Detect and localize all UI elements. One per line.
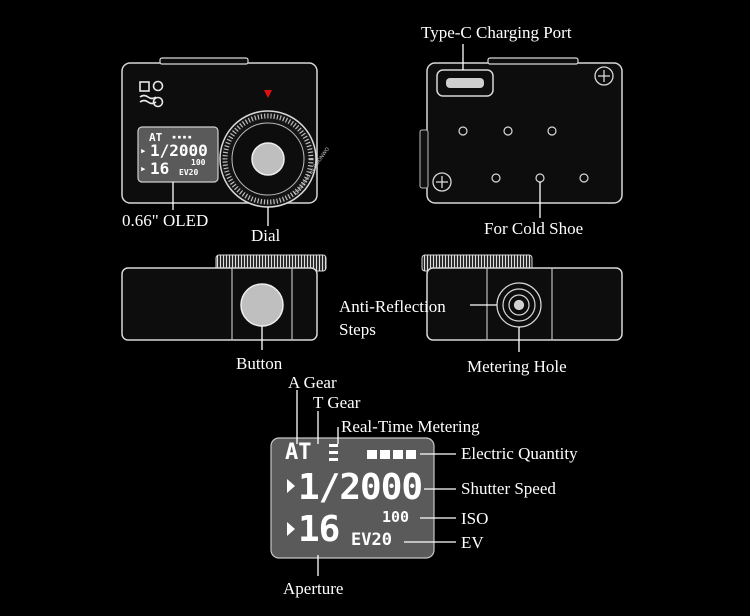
back-side-ridge bbox=[419, 129, 429, 189]
label-type-c-port: Type-C Charging Port bbox=[421, 23, 572, 42]
side-right-body bbox=[426, 267, 623, 341]
front-screen-battery: ▪▪▪▪ bbox=[172, 133, 193, 141]
label-dial: Dial bbox=[251, 226, 281, 245]
label-oled: 0.66" OLED bbox=[122, 211, 209, 230]
back-top-lip bbox=[487, 57, 579, 65]
label-anti-reflection-steps: Steps bbox=[339, 320, 376, 339]
label-aperture: Aperture bbox=[283, 579, 344, 598]
label-anti-reflection: Anti-Reflection bbox=[339, 297, 446, 316]
label-t-gear: T Gear bbox=[313, 393, 361, 412]
front-screen-iso: 100 bbox=[191, 158, 206, 167]
display-ev: EV20 bbox=[351, 530, 392, 550]
dial-indicator-icon bbox=[264, 90, 272, 98]
front-screen-shutter-pointer-icon: ▸ bbox=[140, 144, 147, 157]
front-oled-screen bbox=[137, 126, 219, 183]
side-view-left bbox=[121, 254, 327, 341]
label-metering-hole: Metering Hole bbox=[467, 357, 567, 376]
back-view bbox=[419, 57, 623, 204]
front-screen-ev: EV20 bbox=[179, 168, 199, 177]
side-button-icon bbox=[240, 283, 284, 327]
display-aperture: 16 bbox=[298, 509, 340, 550]
label-realtime-metering: Real-Time Metering bbox=[341, 417, 480, 436]
screw-icon bbox=[432, 172, 452, 192]
screw-icon bbox=[594, 66, 614, 86]
side-view-right bbox=[421, 254, 623, 341]
brand-logo-icon bbox=[139, 80, 164, 108]
front-dial-button bbox=[251, 142, 285, 176]
enlarged-display bbox=[270, 437, 435, 559]
display-mode: AT bbox=[285, 440, 312, 465]
side-left-body bbox=[121, 267, 318, 341]
aperture-pointer-icon bbox=[287, 522, 295, 536]
display-panel bbox=[270, 437, 435, 559]
front-screen-aperture: 16 bbox=[150, 159, 170, 178]
label-electric-quantity: Electric Quantity bbox=[461, 444, 578, 463]
type-c-port-icon bbox=[446, 78, 484, 88]
front-view: Designed by SOONWO bbox=[121, 57, 331, 208]
label-ev: EV bbox=[461, 533, 484, 552]
label-cold-shoe: For Cold Shoe bbox=[484, 219, 584, 238]
label-shutter-speed: Shutter Speed bbox=[461, 479, 556, 498]
display-iso: 100 bbox=[382, 508, 410, 526]
label-iso: ISO bbox=[461, 509, 489, 528]
front-screen-mode: AT bbox=[149, 131, 163, 144]
display-shutter: 1/2000 bbox=[298, 467, 423, 508]
leader-lines bbox=[172, 44, 541, 576]
front-screen-shutter: 1/2000 bbox=[150, 141, 208, 160]
front-top-lip bbox=[159, 57, 249, 65]
realtime-metering-icon bbox=[329, 444, 338, 461]
label-button: Button bbox=[236, 354, 283, 373]
front-dial-knurl bbox=[222, 113, 314, 205]
label-a-gear: A Gear bbox=[288, 373, 337, 392]
shutter-pointer-icon bbox=[287, 479, 295, 493]
front-screen-aperture-pointer-icon: ▸ bbox=[140, 162, 147, 175]
battery-icon bbox=[367, 450, 416, 459]
